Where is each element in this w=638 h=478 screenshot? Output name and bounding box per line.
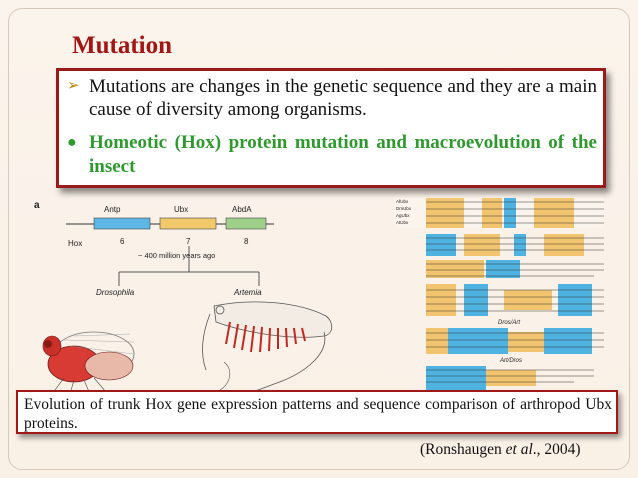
annotation-dros-art: Dros/Art — [498, 320, 520, 326]
citation-prefix: (Ronshaugen — [420, 441, 506, 458]
annotation-art-dros: Art/Dros — [499, 358, 522, 364]
gene-ubx-label: Ubx — [174, 205, 188, 214]
citation: (Ronshaugen et al., 2004) — [420, 441, 581, 459]
sequence-lines — [426, 201, 604, 383]
drosophila-illustration — [42, 331, 135, 394]
figure-caption: Evolution of trunk Hox gene expression p… — [24, 396, 612, 432]
slide-title: Mutation — [72, 32, 172, 59]
alignment-panel: Dros/Art Art/Dros — [394, 198, 604, 390]
organism-drosophila: Drosophila — [96, 288, 135, 297]
gene-abda-box — [225, 217, 267, 230]
bullet-1: ➢ Mutations are changes in the genetic s… — [67, 75, 597, 121]
hox-cluster: Antp Ubx AbdA Hox 6 7 8 — [66, 205, 274, 248]
alignment-block-6 — [426, 366, 536, 390]
bullet-2: ● Homeotic (Hox) protein mutation and ma… — [67, 131, 597, 179]
alignment-block-3 — [426, 260, 520, 278]
gene-abda-label: AbdA — [232, 205, 252, 214]
row-label: AgUbx — [396, 213, 410, 218]
time-label: ~ 400 million years ago — [138, 251, 215, 260]
dot-bullet-icon: ● — [67, 134, 77, 151]
alignment-block-5 — [426, 328, 592, 354]
slide-frame — [8, 8, 630, 470]
row-label: DmUbx — [396, 206, 412, 211]
alignment-block-1 — [394, 198, 604, 228]
gene-antp-number: 6 — [120, 237, 125, 246]
gene-ubx-number: 7 — [186, 237, 191, 246]
hox-label: Hox — [68, 239, 82, 248]
alignment-block-2 — [426, 234, 584, 256]
panel-label: a — [34, 200, 40, 211]
hox-figure: a Antp Ubx AbdA Hox 6 7 8 ~ 400 million … — [34, 198, 604, 394]
gene-abda-number: 8 — [244, 237, 249, 246]
row-label: AtUbx — [396, 220, 409, 225]
arrow-bullet-icon: ➢ — [67, 78, 80, 94]
alignment-block-4 — [426, 284, 592, 316]
gene-ubx-box — [159, 217, 217, 230]
caption-box: Evolution of trunk Hox gene expression p… — [16, 390, 618, 434]
phylogeny-tree — [118, 246, 260, 286]
citation-italic: et al — [505, 441, 533, 458]
citation-suffix: ., 2004) — [532, 441, 581, 458]
organism-artemia: Artemia — [233, 288, 262, 297]
bullet-1-text: Mutations are changes in the genetic seq… — [89, 76, 597, 120]
row-label: AfUbx — [396, 199, 409, 204]
artemia-illustration — [202, 301, 333, 394]
bullet-box: ➢ Mutations are changes in the genetic s… — [56, 68, 606, 188]
gene-antp-label: Antp — [104, 205, 121, 214]
gene-antp-box — [93, 217, 151, 230]
alignment-row-labels: AfUbx DmUbx AgUbx AtUbx — [396, 199, 412, 225]
bullet-2-text: Homeotic (Hox) protein mutation and macr… — [89, 132, 597, 177]
